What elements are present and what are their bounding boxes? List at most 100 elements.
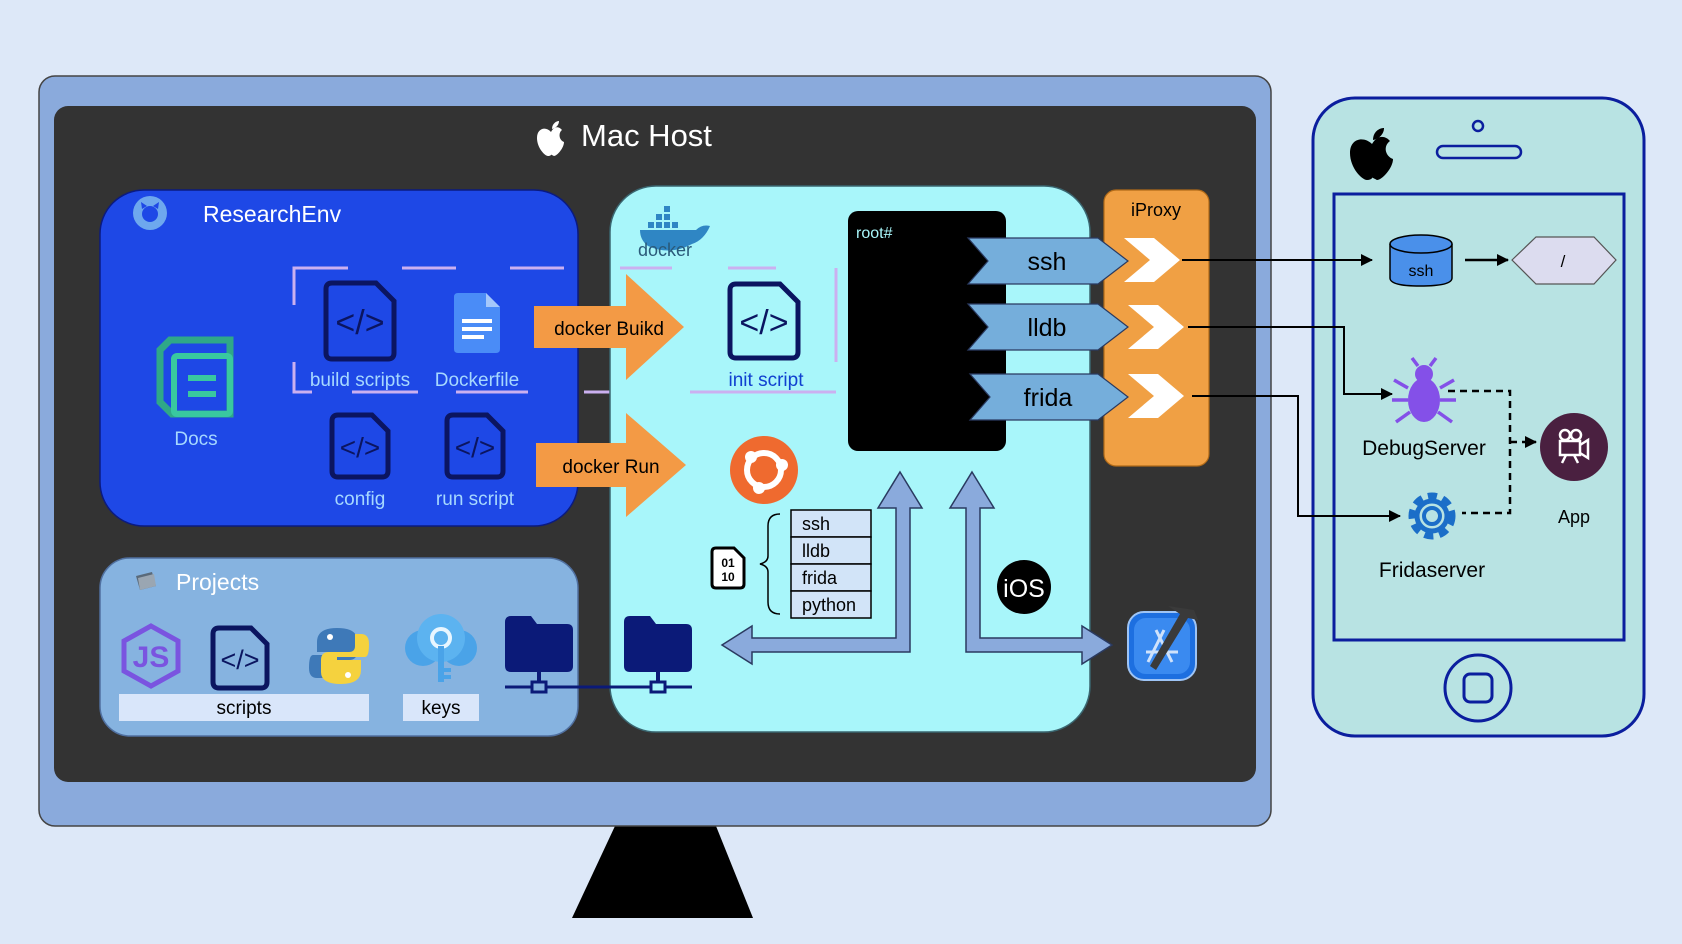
- dashed-server-link: [1448, 389, 1512, 515]
- root-terminal[interactable]: root#: [848, 211, 1006, 451]
- channel-lldb[interactable]: lldb: [966, 303, 1129, 351]
- dashed-bracket-docker-side: [690, 268, 838, 394]
- docs-label: Docs: [174, 429, 217, 450]
- tools-table-row: [790, 563, 872, 592]
- scripts-label: scripts: [217, 698, 272, 719]
- channel-frida-shape: [968, 373, 1129, 421]
- folder-tab-icon: [136, 572, 156, 590]
- channel-frida-label: frida: [1024, 384, 1073, 412]
- frida-forward-arrow: [1192, 395, 1401, 522]
- tools-table-row: [790, 509, 872, 538]
- terminal-prompt: root#: [856, 225, 893, 242]
- research-env-panel: ResearchEnv Docs </> build scripts Docke…: [99, 189, 635, 527]
- docker-logo-text: docker: [638, 240, 692, 260]
- keys-label-box: [403, 694, 479, 721]
- docs-icon: [156, 336, 234, 418]
- debugserver-label: DebugServer: [1362, 437, 1486, 460]
- tools-table-row: [790, 590, 872, 619]
- terminal-window: [848, 211, 1006, 451]
- nodejs-icon: JS: [121, 623, 181, 689]
- tool-python: python: [802, 595, 856, 615]
- ubuntu-icon: [730, 436, 798, 504]
- svg-text:</>: </>: [220, 645, 259, 675]
- channel-frida[interactable]: frida: [968, 373, 1129, 421]
- keys-label: keys: [421, 698, 460, 719]
- network-folder-icon: [505, 616, 573, 694]
- mac-host-title: Mac Host: [537, 118, 712, 156]
- container-io-arrow-left: [720, 470, 924, 666]
- gear-icon: [1408, 492, 1456, 540]
- projects-title: Projects: [176, 569, 259, 595]
- device-ssh-label: ssh: [1409, 263, 1434, 280]
- tool-lldb: lldb: [802, 541, 830, 561]
- channel-ssh-label: ssh: [1028, 248, 1067, 276]
- iproxy-chevron-ssh: [1124, 238, 1180, 282]
- channel-lldb-shape: [966, 303, 1129, 351]
- tools-brace: [759, 513, 781, 615]
- docker-build-arrow[interactable]: docker Buikd: [534, 274, 684, 380]
- init-script-icon: </>: [727, 281, 801, 361]
- xcode-icon[interactable]: [1127, 606, 1198, 681]
- ios-badge: iOS: [997, 560, 1051, 614]
- tool-ssh: ssh: [802, 514, 830, 534]
- run-script-icon: </>: [444, 412, 506, 480]
- scripts-icon: </>: [210, 625, 270, 691]
- tool-frida: frida: [802, 568, 838, 588]
- scripts-label-box: [119, 694, 369, 721]
- svg-text:10: 10: [721, 570, 735, 584]
- github-icon: [133, 196, 167, 230]
- iphone-camera: [1471, 119, 1485, 133]
- run-script-label: run script: [436, 489, 515, 510]
- svg-text:JS: JS: [133, 641, 170, 674]
- docker-build-label: docker Buikd: [554, 319, 664, 340]
- docker-logo-icon: [640, 206, 710, 251]
- ios-badge-label: iOS: [1003, 575, 1045, 603]
- device-ssh-cylinder: ssh: [1389, 234, 1453, 287]
- iphone-home-button[interactable]: [1443, 653, 1513, 723]
- config-label: config: [335, 489, 386, 510]
- app-label: App: [1558, 507, 1590, 527]
- apple-logo-icon: [537, 121, 564, 156]
- tools-table-row: [790, 536, 872, 565]
- build-scripts-icon: </>: [323, 280, 397, 362]
- iphone-speaker: [1435, 144, 1523, 160]
- svg-text:</>: </>: [739, 304, 788, 342]
- iproxy-chevron-frida: [1128, 374, 1184, 418]
- docker-run-arrow-shape: [536, 413, 686, 517]
- channel-lldb-label: lldb: [1028, 314, 1067, 342]
- fridaserver-label: Fridaserver: [1379, 559, 1485, 582]
- research-env-title: ResearchEnv: [203, 201, 342, 227]
- binary-file-icon: 01 10: [710, 546, 746, 590]
- svg-text:</>: </>: [340, 432, 380, 463]
- config-icon: </>: [329, 412, 391, 480]
- dockerfile-label: Dockerfile: [435, 370, 519, 391]
- iproxy-title: iProxy: [1131, 200, 1181, 220]
- iphone-device: ssh / DebugServer Fridaserver: [1311, 96, 1646, 738]
- dashed-bracket-top: [292, 266, 564, 305]
- lldb-forward-arrow: [1188, 326, 1393, 400]
- svg-text:</>: </>: [455, 432, 495, 463]
- svg-text:01: 01: [721, 556, 735, 570]
- monitor-stand: [572, 826, 753, 918]
- svg-text:</>: </>: [335, 304, 384, 342]
- docker-run-arrow[interactable]: docker Run: [536, 413, 686, 517]
- root-filesystem-label: /: [1561, 252, 1566, 271]
- root-filesystem-node: /: [1511, 236, 1617, 285]
- docker-folder-icon: [624, 616, 692, 694]
- channel-ssh[interactable]: ssh: [966, 237, 1129, 285]
- iphone-apple-logo-icon: [1350, 128, 1393, 180]
- docker-build-arrow-shape: [534, 274, 684, 380]
- container-io-arrow-right: [948, 470, 1114, 666]
- init-script-label: init script: [729, 370, 805, 391]
- tools-table: ssh lldb frida python: [790, 509, 872, 619]
- app-camera-icon[interactable]: [1540, 413, 1608, 481]
- build-scripts-label: build scripts: [310, 370, 410, 391]
- projects-panel: Projects JS </>: [99, 557, 579, 737]
- docker-run-label: docker Run: [562, 457, 659, 478]
- dockerfile-icon: [454, 293, 500, 353]
- home-square-icon: [1462, 672, 1494, 704]
- dashed-bracket-bottom: [292, 362, 635, 394]
- iproxy-chevron-lldb: [1128, 305, 1184, 349]
- bug-icon: [1392, 356, 1456, 424]
